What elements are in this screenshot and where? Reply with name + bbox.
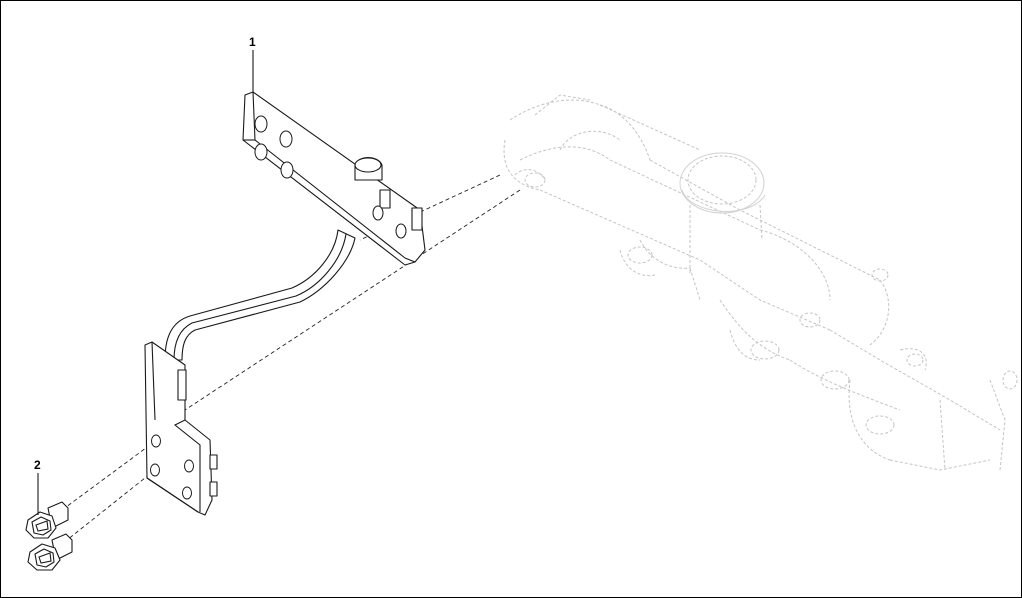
callout-2: 2 (34, 458, 41, 515)
bracket-part (144, 91, 426, 516)
callout-1: 1 (249, 35, 256, 92)
callout-label-2: 2 (34, 458, 41, 472)
bolt-lower (27, 533, 73, 571)
callout-label-1: 1 (249, 35, 256, 49)
bolt-part (25, 501, 73, 571)
alignment-lines (61, 174, 521, 541)
reference-assembly (503, 94, 1018, 471)
bolt-upper (25, 501, 69, 539)
